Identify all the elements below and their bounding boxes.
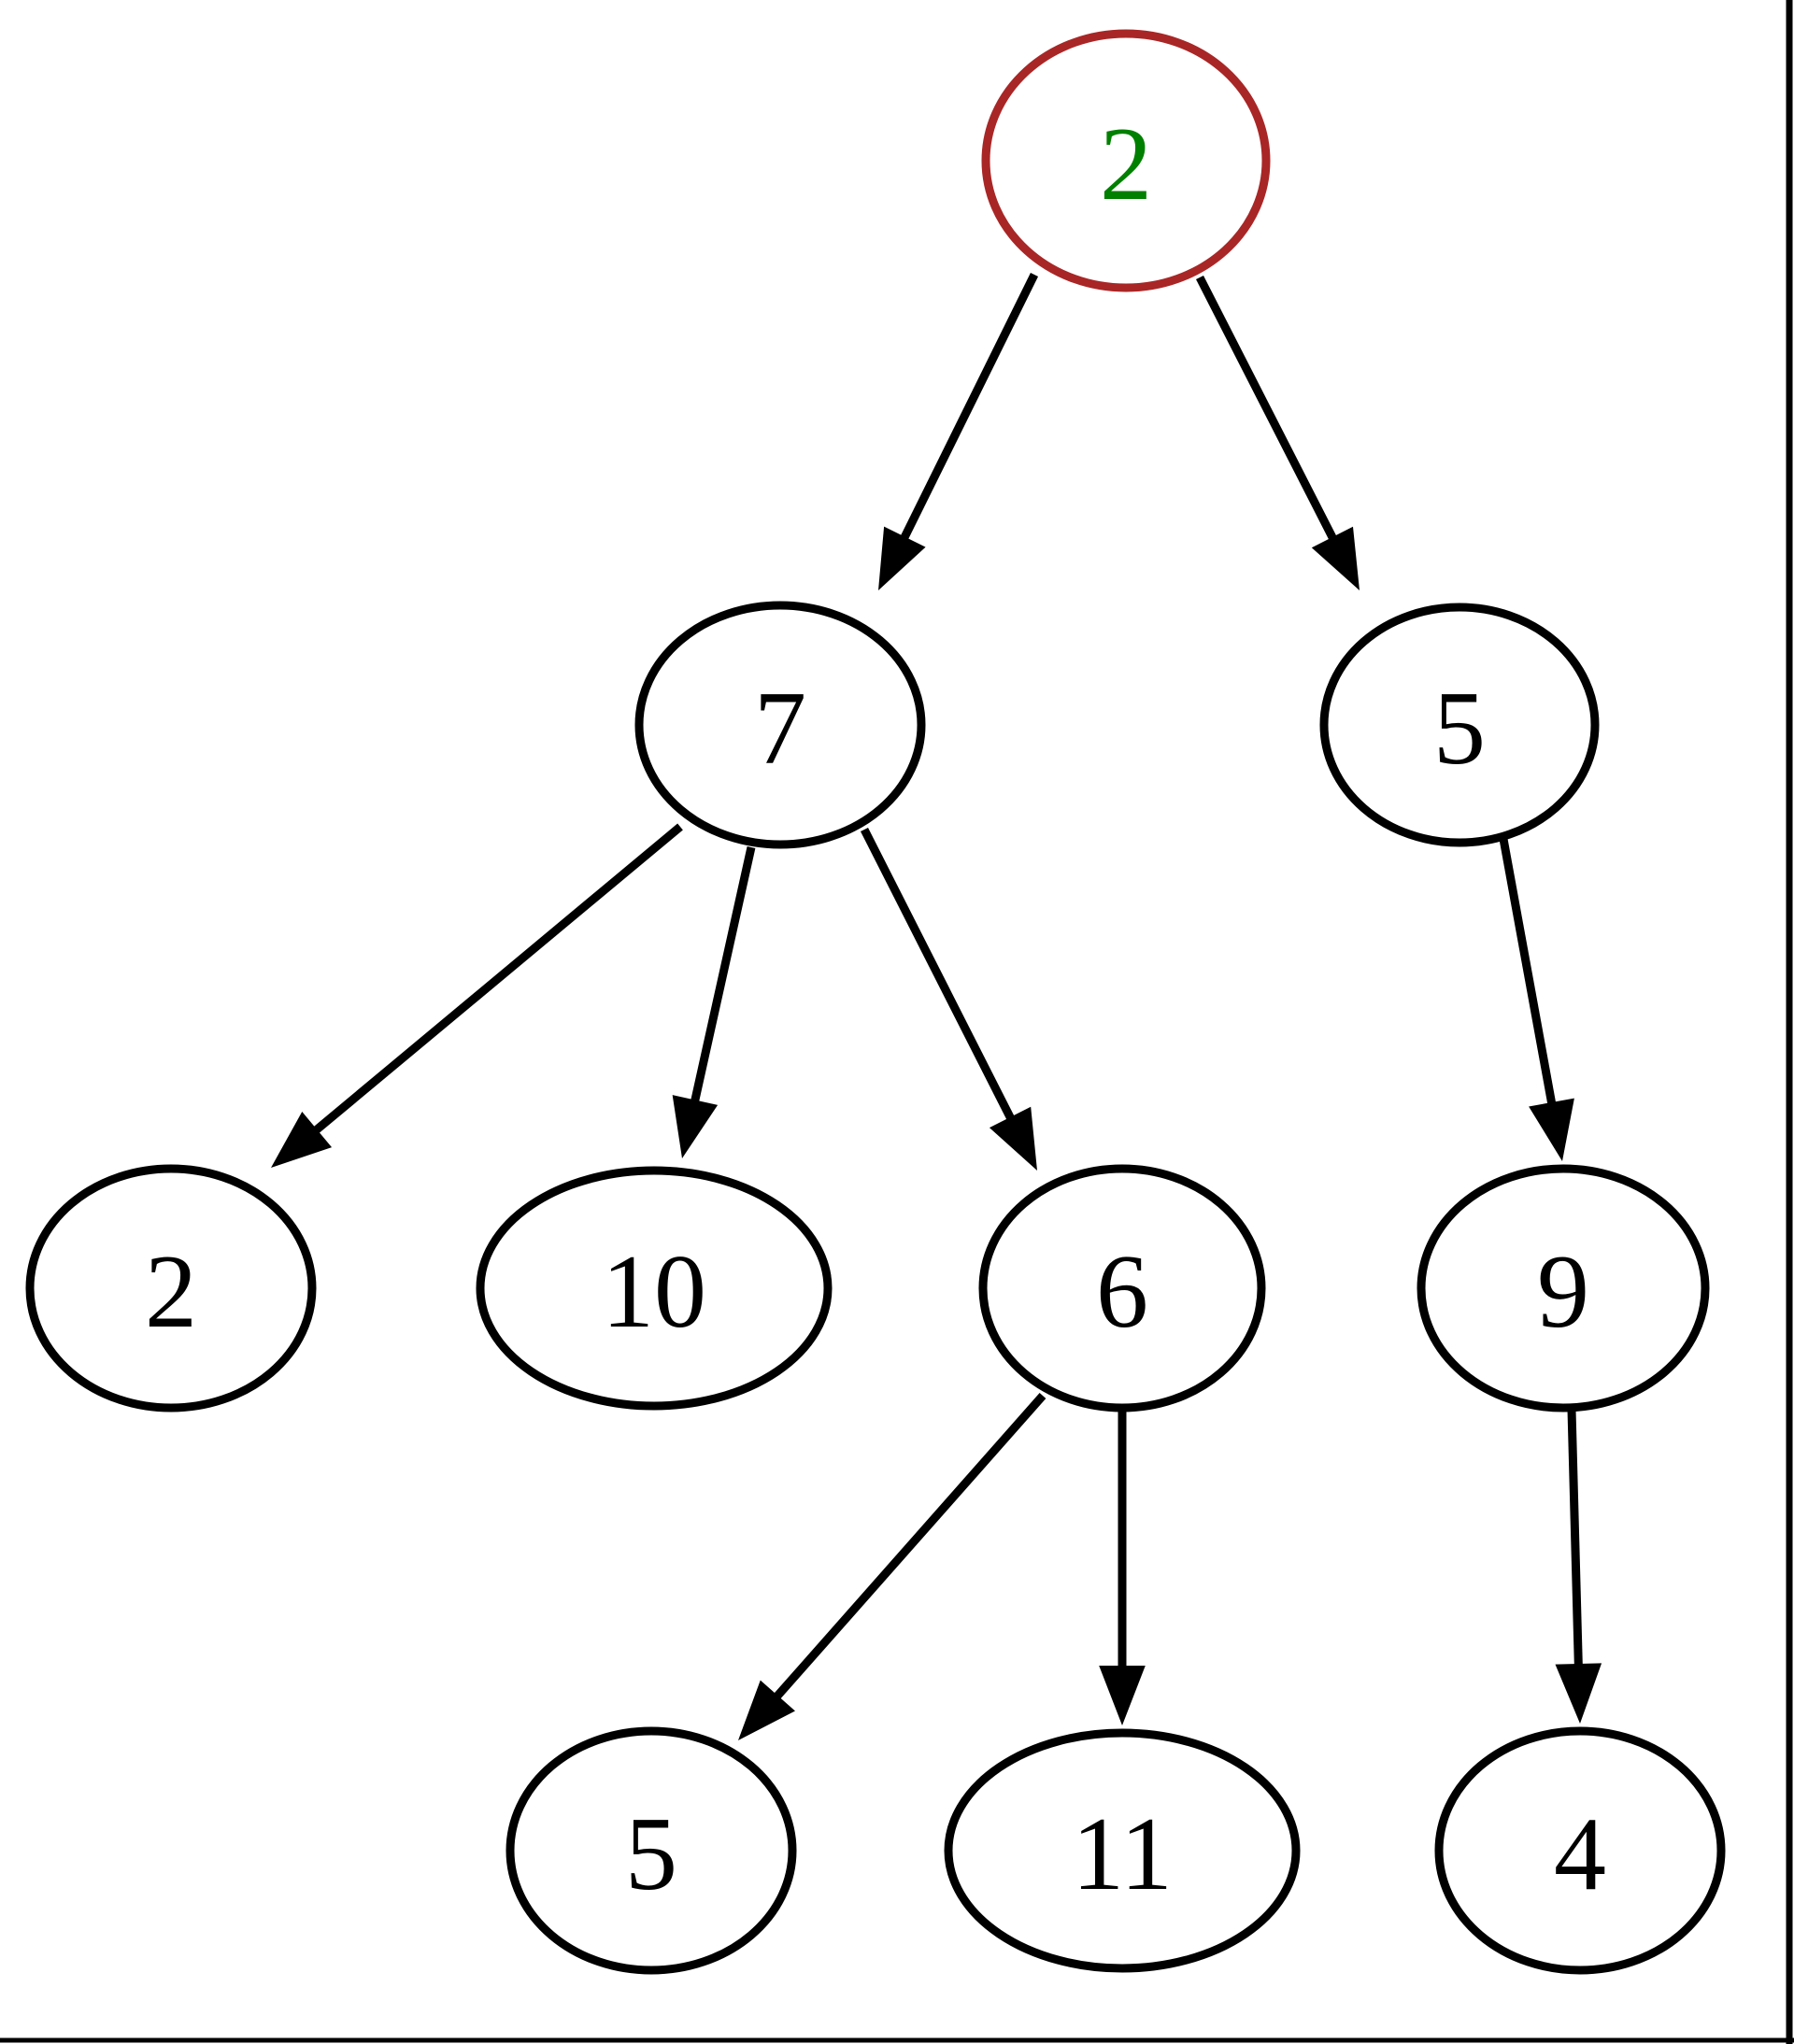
edge-7-to-10 — [672, 846, 756, 1158]
node-label: 5 — [1433, 671, 1486, 787]
edge-line — [691, 846, 756, 1103]
node-ellipse[interactable] — [1434, 1726, 1726, 1975]
node-n7-5[interactable]: 5 — [505, 1726, 797, 1975]
edge-5-to-9 — [1499, 838, 1574, 1161]
edge-line — [312, 823, 683, 1134]
node-label: 4 — [1554, 1796, 1606, 1912]
arrowhead-icon — [1311, 526, 1360, 590]
node-label: 11 — [1072, 1796, 1173, 1912]
node-ellipse[interactable] — [1417, 1164, 1710, 1412]
edge-line — [900, 273, 1039, 541]
node-n6-9[interactable]: 9 — [1417, 1164, 1710, 1412]
node-n0-2[interactable]: 2 — [981, 29, 1271, 292]
node-ellipse[interactable] — [634, 601, 926, 849]
node-ellipse[interactable] — [25, 1164, 317, 1412]
arrowhead-icon — [878, 526, 926, 590]
edges-layer — [271, 273, 1602, 1740]
edge-2-to-5 — [1195, 275, 1360, 590]
node-n4-10[interactable]: 10 — [476, 1166, 833, 1411]
node-ellipse[interactable] — [978, 1164, 1266, 1412]
edge-6-to-11 — [1099, 1410, 1146, 1725]
edge-line — [1567, 1409, 1583, 1667]
node-ellipse[interactable] — [505, 1726, 797, 1975]
node-label: 6 — [1096, 1234, 1148, 1350]
node-n1-7[interactable]: 7 — [634, 601, 926, 849]
node-n3-2[interactable]: 2 — [25, 1164, 317, 1412]
edge-line — [773, 1393, 1046, 1700]
node-label: 2 — [1100, 106, 1152, 222]
edge-7-to-2 — [271, 823, 683, 1168]
node-ellipse[interactable] — [981, 29, 1271, 292]
edge-9-to-4 — [1555, 1409, 1602, 1724]
edge-6-to-5 — [738, 1393, 1046, 1740]
arrowhead-icon — [1555, 1663, 1602, 1724]
arrowhead-icon — [672, 1095, 719, 1158]
node-n2-5[interactable]: 5 — [1319, 603, 1600, 847]
node-label: 10 — [602, 1234, 706, 1350]
node-n8-11[interactable]: 11 — [944, 1728, 1301, 1973]
arrowhead-icon — [1099, 1666, 1146, 1725]
edge-line — [860, 827, 1015, 1121]
node-label: 7 — [754, 671, 806, 787]
arrowhead-icon — [1529, 1098, 1574, 1161]
arrowhead-icon — [738, 1680, 795, 1740]
node-ellipse[interactable] — [1319, 603, 1600, 847]
arrowhead-icon — [271, 1111, 333, 1168]
node-n9-4[interactable]: 4 — [1434, 1726, 1726, 1975]
node-label: 5 — [625, 1796, 677, 1912]
node-label: 9 — [1537, 1234, 1589, 1350]
node-label: 2 — [145, 1234, 197, 1350]
edge-line — [1499, 838, 1557, 1105]
edge-7-to-6 — [860, 827, 1037, 1171]
edge-line — [1195, 275, 1337, 541]
arrowhead-icon — [989, 1106, 1037, 1171]
node-ellipse[interactable] — [476, 1166, 833, 1411]
node-ellipse[interactable] — [944, 1728, 1301, 1973]
node-n5-6[interactable]: 6 — [978, 1164, 1266, 1412]
nodes-layer: 2 7 5 2 10 6 9 5 11 4 — [25, 29, 1726, 1975]
edge-2-to-7 — [878, 273, 1039, 590]
